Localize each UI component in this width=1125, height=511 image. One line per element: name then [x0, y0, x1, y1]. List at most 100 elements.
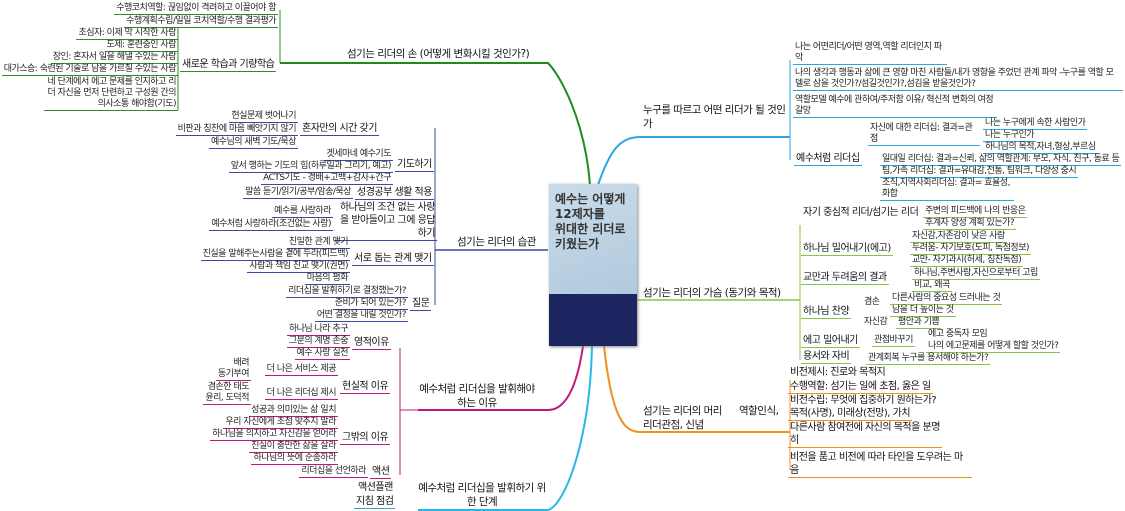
leaf[interactable]: 에고 중독자 모임 — [928, 329, 988, 339]
leaf[interactable]: 하나님 나라 추구 — [286, 324, 350, 336]
node-confidence[interactable]: 자신감 — [864, 317, 888, 327]
leaf[interactable]: 진실을 말해주는사람을 곁에 두라(피드백) — [200, 249, 350, 261]
branch-reasons[interactable]: 예수처럼 리더십을 발휘해야 하는 이유 — [419, 383, 535, 409]
branch-follow[interactable]: 누구를 따르고 어떤 리더가 될 것인가 — [643, 104, 786, 130]
branch-habits[interactable]: 섬기는 리더의 습관 — [457, 236, 536, 248]
node-bible[interactable]: 성경공부 생활 적용 — [355, 187, 434, 200]
leaf[interactable]: 현실문제 벗어나기 — [229, 111, 298, 123]
node-coach-1[interactable]: 수행코치역할: 끊임없이 격려하고 이끌어야 함 — [114, 3, 278, 15]
leaf[interactable]: 비판과 칭찬에 마음 빼앗기지 않기 — [175, 124, 298, 136]
leaf[interactable]: 하나님을 의지하고 자신감을 얻어라 — [210, 429, 338, 441]
node-ego[interactable]: 하나님 밀어내기(에고) — [801, 243, 893, 256]
node-spiritual[interactable]: 영적이유 — [352, 337, 391, 350]
leaf[interactable]: 사람과 책임 친교 맺기(권면) — [247, 261, 350, 273]
leaf[interactable]: 교만- 자기과시(허세, 칭찬독점) — [910, 255, 1024, 267]
node-humility[interactable]: 겸손 — [864, 297, 880, 307]
node-action[interactable]: 액션 — [370, 466, 392, 479]
leaf[interactable]: 남을 더 높이는 것 — [890, 305, 956, 317]
leaf[interactable]: 비교, 왜곡 — [912, 280, 952, 292]
leaf[interactable]: 친밀한 관계 맺기 — [286, 237, 350, 249]
leaf[interactable]: 나의 에고문제를 어떻게 할할 것인가? — [926, 341, 1061, 353]
leaf[interactable]: 다른사람의 중요성 드러내는 것 — [890, 293, 1003, 305]
leaf[interactable]: 겟세마네 예수기도 — [324, 149, 393, 161]
node-stage[interactable]: 장인: 혼자서 일을 해낼 수있는 사람 — [50, 52, 178, 64]
leaf[interactable]: 팀,가족 리더십: 결과=유대감,전통, 팀워크, 다양성 중시 — [880, 166, 1079, 178]
leaf[interactable]: 리더십을 발휘하기로 결정했는가? — [286, 286, 408, 298]
leaf[interactable]: 다른사람 참여전에 자신의 목적을 분명히 — [788, 421, 942, 448]
node-push-ego[interactable]: 에고 밀어내기 — [801, 335, 860, 348]
leaf[interactable]: 수행역할: 섬기는 일에 초점, 옳은 일 — [788, 381, 933, 394]
book-cover-image: 예수는 어떻게 12제자를 위대한 리더로 키웠는가 — [549, 184, 637, 346]
leaf[interactable]: 관계회복 누구를 용서해야 하는가? — [866, 353, 991, 365]
node-coach-2[interactable]: 수행계획수립/일일 코치역할/수행 결과평가 — [124, 16, 278, 28]
leaf[interactable]: 나는 어떤리더/어떤 영역,역할 리더인지 파악 — [793, 42, 947, 65]
node-prayer[interactable]: 기도하기 — [395, 159, 434, 172]
branch-hand[interactable]: 섬기는 리더의 손 (어떻게 변화시킬 것인가?) — [347, 48, 530, 60]
leaf[interactable]: 어떤 결정을 내릴 것인가? — [314, 310, 408, 322]
leaf[interactable]: 비전제시: 진로와 목적지 — [790, 367, 886, 378]
node-check[interactable]: 지침 점검 — [354, 496, 396, 509]
node-learning[interactable]: 새로운 학습과 기량학습 — [180, 59, 277, 72]
book-cover-band — [549, 294, 637, 346]
leaf[interactable]: 앞서 행하는 기도의 힘(하루일과 그리기, 예고) — [228, 161, 393, 173]
leaf[interactable]: 두려움- 자기보호(도피, 독점정보) — [910, 243, 1031, 255]
node-note[interactable]: 네 단계에서 에고 문제를 인지하고 리더 자신을 먼저 단련하고 구성원 간의… — [44, 77, 178, 111]
leaf[interactable]: 예수를 사랑하라 — [272, 206, 333, 218]
leaf[interactable]: 말씀 듣기/읽기/공부/암송/묵상 — [243, 187, 353, 199]
leaf[interactable]: 더 나은 서비스 제공 — [264, 364, 338, 376]
leaf[interactable]: 역할모델 예수에 관하여/주저함 이유/ 혁신적 변화의 여정갈망 — [793, 95, 997, 118]
leaf[interactable]: 예수 사랑 실천 — [294, 348, 350, 360]
leaf[interactable]: 하나님의 목적,자녀,형상,부르심 — [983, 142, 1098, 154]
leaf[interactable]: 윤리, 도덕적 — [203, 393, 251, 405]
node-self-centered[interactable]: 자기 중심적 리더/섬기는 리더 — [803, 207, 919, 218]
branch-heart[interactable]: 섬기는 리더의 가슴 (동기와 목적) — [643, 287, 781, 299]
node-solitude[interactable]: 혼자만의 시간 갖기 — [300, 123, 379, 136]
node-praise[interactable]: 하나님 찬양 — [801, 306, 852, 319]
node-relations[interactable]: 서로 돕는 관계 맺기 — [352, 253, 434, 266]
leaf[interactable]: 준비가 되어 있는가? — [332, 298, 408, 310]
node-jesus-leadership[interactable]: 예수처럼 리더십 — [794, 153, 862, 166]
leaf[interactable]: 주변의 피드백에 나의 반응은 — [923, 206, 1028, 218]
node-love[interactable]: 하나님의 조건 없는 사랑을 받아들이고 그에 응답하기 — [335, 201, 437, 241]
leaf[interactable]: 그분의 계명 존중 — [286, 336, 350, 348]
leaf[interactable]: 나는 누구인가 — [983, 130, 1037, 142]
leaf[interactable]: 겸손한 태도 — [207, 382, 250, 392]
leaf[interactable]: 예수님의 새벽 기도/묵상 — [208, 137, 298, 149]
leaf[interactable]: 조직,지역사회리더십: 결과= 효율성, 화합 — [880, 178, 1014, 201]
node-stage[interactable]: 대가스승: 숙련된 기술로 남을 가르칠 수있는 사람 — [1, 64, 178, 76]
node-forgive[interactable]: 용서와 자비 — [801, 351, 852, 364]
leaf[interactable]: 하나님의 뜻에 순종하라 — [251, 453, 338, 465]
leaf[interactable]: 예수처럼 사랑하라(조건없는 사랑) — [209, 219, 333, 231]
leaf[interactable]: 후계자 양성 계획 있는가? — [923, 218, 1017, 230]
leaf[interactable]: ACTS기도 - 경배+고백+감사+간구 — [261, 173, 393, 185]
node-change-view[interactable]: 관점바꾸기 — [872, 335, 915, 347]
branch-head[interactable]: 섬기는 리더의 머리 역할인식, 리더관점, 신념 — [643, 405, 782, 431]
leaf[interactable]: 배려 — [233, 358, 249, 368]
leaf[interactable]: 비전수립: 무엇에 집중하기 원하는가? — [790, 395, 937, 406]
leaf[interactable]: 우리 자신에게 초점 맞추지 말라 — [223, 417, 338, 429]
leaf[interactable]: 나의 생각과 행동과 삶에 큰 영향 마친 사람들/내가 영향을 주었던 관계 … — [793, 68, 1123, 91]
leaf[interactable]: 동기부여 — [215, 369, 251, 381]
leaf[interactable]: 비전을 품고 비전에 따라 타인을 도우려는 마음 — [788, 451, 972, 478]
node-practical[interactable]: 현실적 이유 — [340, 381, 391, 394]
leaf[interactable]: 성공과 의미있는 삶 일치 — [249, 405, 338, 417]
leaf[interactable]: 평안과 기쁨 — [896, 317, 942, 329]
node-other[interactable]: 그밖의 이유 — [340, 432, 391, 445]
leaf[interactable]: 일대일 리더십: 결과=신뢰, 삶의 역할관계: 부모, 자식, 친구, 동료 … — [880, 154, 1122, 166]
leaf[interactable]: 하나님,주변사람,자신으로부터 고립 — [912, 268, 1040, 280]
branch-steps[interactable]: 예수처럼 리더십을 발휘하기 위한 단계 — [418, 482, 546, 508]
node-stage[interactable]: 도제: 훈련중인 사람 — [104, 40, 178, 52]
leaf[interactable]: 나는 누구에게 속한 사람인가 — [983, 118, 1088, 130]
node-stage[interactable]: 초심자: 이제 막 시작한 사람 — [76, 28, 178, 40]
leaf[interactable]: 리더십을 선언하라 — [299, 466, 368, 478]
leaf[interactable]: 마음의 평화 — [304, 273, 350, 285]
leaf[interactable]: 목적(사명), 미래상(전망), 가치 — [788, 408, 913, 421]
leaf[interactable]: 자신감,자존감이 낮은 사람 — [910, 231, 1007, 243]
node-action-plan[interactable]: 액션플랜 — [358, 482, 393, 493]
leaf[interactable]: 진실이 충만한 삶을 살라 — [249, 441, 338, 453]
node-questions[interactable]: 질문 — [410, 298, 432, 311]
node-result[interactable]: 교만과 두려움의 결과 — [801, 272, 889, 285]
leaf[interactable]: 더 나은 리더십 제시 — [264, 388, 338, 400]
leaf[interactable]: 자신에 대한 리더십: 결과=관점 — [868, 123, 980, 146]
